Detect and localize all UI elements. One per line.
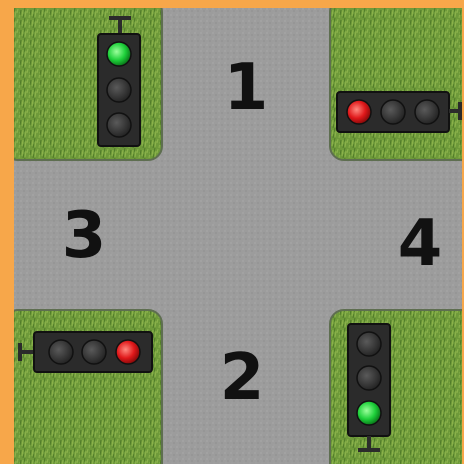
signal-lamp-off [381,100,405,124]
signal-lamp-red [116,340,140,364]
signal-lamp-red [347,100,371,124]
signal-lamp-off [49,340,73,364]
lane-number-3: 3 [54,204,114,268]
signal-lamp-off [107,78,131,102]
traffic-light-lane-2 [348,324,390,452]
lane-number-2: 2 [212,346,272,410]
traffic-light-lane-4 [337,92,462,132]
traffic-light-lane-3 [18,332,152,372]
signal-lamp-green [357,401,381,425]
signal-lamp-off [107,113,131,137]
signal-lamp-off [357,332,381,356]
signal-lamp-green [107,42,131,66]
grass-top-right [330,8,462,160]
intersection-board: 1 2 3 4 [14,8,462,464]
traffic-light-lane-1 [98,16,140,146]
lane-number-4: 4 [390,212,450,276]
signal-lamp-off [415,100,439,124]
signal-lamp-off [82,340,106,364]
signal-lamp-off [357,366,381,390]
lane-number-1: 1 [216,56,276,120]
